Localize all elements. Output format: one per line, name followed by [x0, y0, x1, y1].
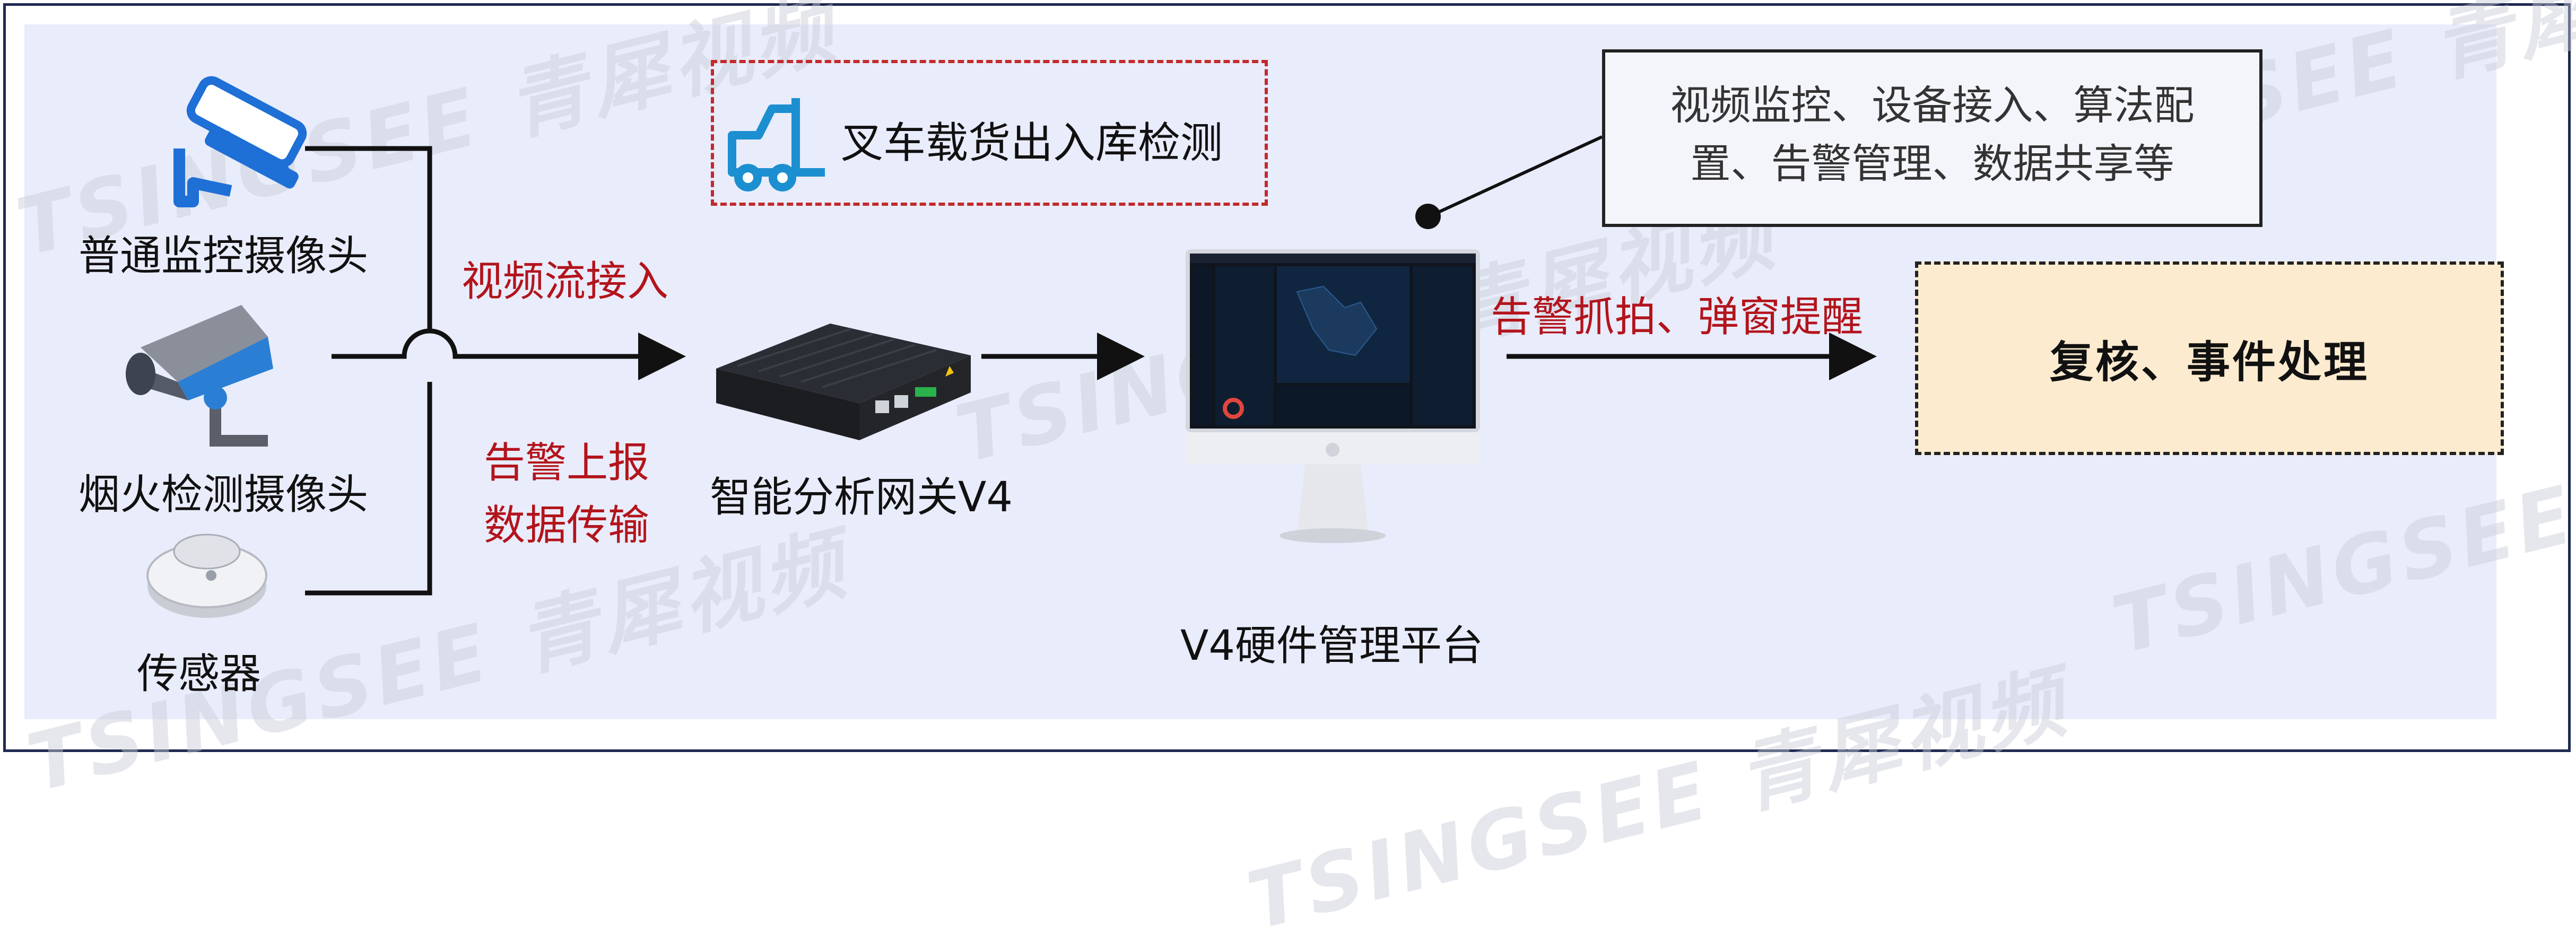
platform-monitor-image — [1186, 249, 1480, 543]
camera1-label: 普通监控摄像头 — [79, 232, 369, 280]
scenario-label: 叉车载货出入库检测 — [841, 118, 1223, 168]
alarm-capture-label: 告警抓拍、弹窗提醒 — [1491, 293, 1864, 341]
smoke-sensor-icon — [146, 534, 267, 618]
callout-dot — [1415, 204, 1441, 229]
device-connectors — [305, 146, 686, 596]
data-transfer-label: 数据传输 — [484, 502, 650, 549]
alarm-report-label: 告警上报 — [484, 439, 650, 487]
gateway-device-image — [716, 324, 971, 440]
callout-pointer — [1426, 135, 1603, 219]
cctv-camera-icon — [173, 76, 307, 207]
sensor-label: 传感器 — [137, 650, 262, 698]
camera2-label: 烟火检测摄像头 — [79, 471, 369, 519]
callout-line-2: 置、告警管理、数据共享等 — [1690, 140, 2174, 187]
review-box: 复核、事件处理 — [1915, 261, 2504, 455]
platform-features-callout: 视频监控、设备接入、算法配 置、告警管理、数据共享等 — [1602, 49, 2262, 227]
forklift-icon — [728, 98, 825, 191]
review-label: 复核、事件处理 — [2049, 337, 2369, 388]
callout-line-1: 视频监控、设备接入、算法配 — [1670, 82, 2195, 129]
diagram-graphics — [126, 76, 1877, 618]
platform-label: V4硬件管理平台 — [1180, 622, 1483, 670]
scenario-box — [711, 60, 1268, 206]
video-in-label: 视频流接入 — [462, 258, 669, 305]
gateway-label: 智能分析网关V4 — [710, 474, 1013, 521]
smoke-camera-icon — [126, 305, 273, 447]
